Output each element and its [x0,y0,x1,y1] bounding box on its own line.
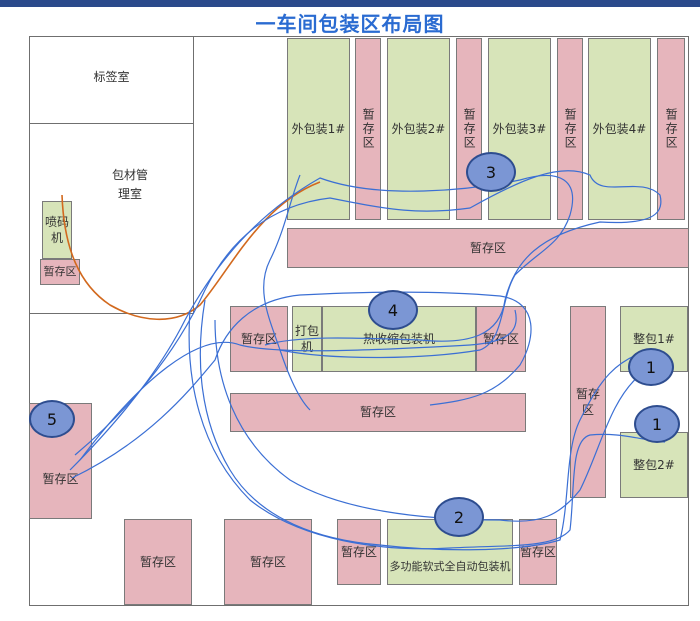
temp-zone-bottom-2: 暂存区 [224,519,312,605]
temp-zone-strip-4-label: 暂存区 [664,108,679,150]
temp-zone-long-mid: 暂存区 [230,393,526,432]
outer-pack-2: 外包装2# [387,38,450,220]
outer-pack-1: 外包装1# [287,38,350,220]
strapping-machine: 打包机 [292,306,322,372]
marker-1-bottom-text: 1 [651,414,663,434]
temp-zone-mid-left-label: 暂存区 [240,331,277,346]
label-room-text: 标签室 [93,70,130,84]
marker-2-text: 2 [453,507,465,527]
label-room: 标签室 [29,36,194,124]
top-bar [0,0,700,7]
temp-zone-long-top-label: 暂存区 [469,240,506,255]
temp-zone-strip-3-label: 暂存区 [563,108,578,150]
temp-zone-strip-2-label: 暂存区 [462,108,477,150]
temp-zone-bottom-4-label: 暂存区 [520,544,557,559]
temp-zone-bottom-1-label: 暂存区 [139,554,176,569]
temp-zone-strip-2: 暂存区 [456,38,482,220]
marker-4: 4 [368,290,418,330]
coding-machine: 喷码机 [42,201,72,259]
strapping-machine-label: 打包机 [295,323,320,354]
temp-zone-long-mid-label: 暂存区 [359,405,396,420]
outer-pack-3: 外包装3# [488,38,551,220]
pack-1-label: 整包1# [633,331,675,346]
diagram-title: 一车间包装区布局图 [255,12,445,36]
temp-zone-right-vertical-label: 暂存区 [575,386,600,417]
temp-zone-coding-label: 暂存区 [43,264,77,278]
temp-zone-strip-3: 暂存区 [557,38,583,220]
temp-zone-bottom-4: 暂存区 [519,519,557,585]
temp-zone-strip-4: 暂存区 [657,38,685,220]
outer-pack-4: 外包装4# [588,38,651,220]
outer-pack-4-label: 外包装4# [592,121,647,136]
outer-pack-3-label: 外包装3# [492,121,547,136]
temp-zone-right-vertical: 暂存区 [570,306,606,498]
marker-4-text: 4 [387,300,399,320]
temp-zone-long-top: 暂存区 [287,228,689,268]
marker-2: 2 [434,497,484,537]
temp-zone-bottom-1: 暂存区 [124,519,192,605]
temp-zone-strip-1: 暂存区 [355,38,381,220]
temp-zone-mid-right: 暂存区 [476,306,526,372]
temp-zone-mid-left: 暂存区 [230,306,288,372]
marker-3: 3 [466,152,516,192]
marker-5-text: 5 [46,409,58,429]
temp-zone-coding: 暂存区 [40,259,80,285]
temp-zone-mid-right-label: 暂存区 [482,331,519,346]
temp-zone-bottom-2-label: 暂存区 [249,554,286,569]
marker-5: 5 [29,400,75,438]
coding-machine-label: 喷码机 [44,214,69,245]
marker-1-top-text: 1 [645,357,657,377]
material-room-text: 包材管理室 [111,168,148,202]
outer-pack-2-label: 外包装2# [391,121,446,136]
pack-2-label: 整包2# [633,457,675,472]
multi-function-machine-label: 多功能软式全自动包装机 [389,559,511,573]
temp-zone-left-label: 暂存区 [42,471,79,486]
marker-1-top: 1 [628,348,674,386]
marker-3-text: 3 [485,162,497,182]
temp-zone-bottom-3-label: 暂存区 [340,544,377,559]
marker-1-bottom: 1 [634,405,680,443]
temp-zone-strip-1-label: 暂存区 [361,108,376,150]
temp-zone-bottom-3: 暂存区 [337,519,381,585]
outer-pack-1-label: 外包装1# [291,121,346,136]
shrink-wrap-machine-label: 热收缩包装机 [362,331,435,346]
